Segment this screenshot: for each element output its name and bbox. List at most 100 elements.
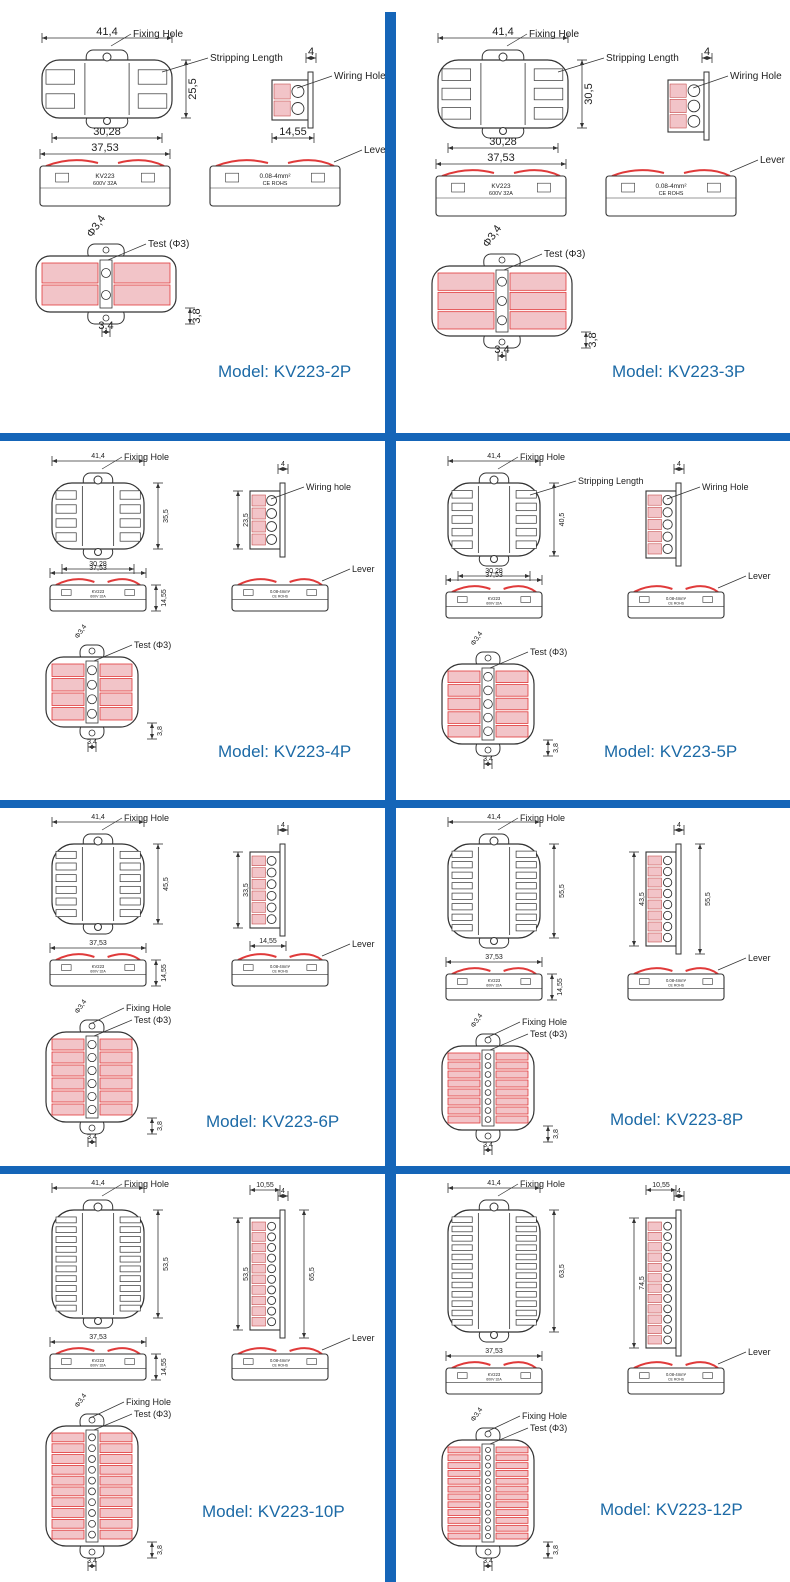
wiring-hole-icon [687,115,701,128]
clamp-red [495,1079,529,1088]
wiring-hole-icon [267,1232,277,1242]
fixing-hole-label: Fixing Hole [520,1179,565,1189]
top-view [437,49,569,139]
clamp-slot [55,504,77,514]
dim-hole-dia: Φ3,4 [85,213,109,240]
dim-front-width: 37,53 [487,152,515,164]
wiring-hole-icon [266,495,277,506]
clamp-red [447,1524,481,1532]
wiring-hole-icon [291,102,305,115]
lever-icon [45,159,165,167]
test-label: Test (Φ3) [134,640,171,650]
clamp-red [447,697,481,711]
clamp-slot [515,892,537,900]
dim-depth: 4 [677,1188,681,1195]
clamp-slot [515,924,537,932]
test-point-icon [497,315,507,326]
dim-width: 41,4 [487,1180,501,1187]
fixing-hole-label-bottom: Fixing Hole [522,1411,567,1421]
clamp-slot [533,68,564,81]
wiring-hole-icon [662,855,673,866]
clamp-red [99,1443,133,1453]
marking-rating: 600V 32A [93,181,117,187]
clamp-red [51,692,85,706]
wiring-hole-icon [662,507,673,518]
clamp-red [99,1529,133,1540]
stripping-length-label: Stripping Length [606,53,679,64]
top-view [447,472,541,567]
dim-hole-gap: 3,8 [553,743,560,753]
fixing-hole-icon [489,1202,499,1212]
wiring-hole-label: Wiring Hole [730,71,782,82]
marking-ce: CE ROHS [272,969,289,973]
test-label: Test (Φ3) [530,1423,567,1433]
wiring-hole-icon [662,519,673,530]
dim-hole-gap: 3,8 [191,308,203,323]
clamp-red [51,1486,85,1497]
lever-label: Lever [364,145,385,156]
dim-front-width: 37,53 [91,142,119,154]
clamp-red [99,1454,133,1464]
clamp-red [509,291,567,311]
clamp-red [495,1485,529,1493]
top-view [447,1199,541,1343]
wiring-hole-icon [662,888,673,899]
clamp-red [51,1038,85,1051]
clamp-slot [55,850,77,859]
dim-height: 25,5 [187,78,199,99]
test-point-icon [484,1116,492,1123]
lever-icon [237,953,323,961]
clamp-slot [451,1225,473,1233]
clamp-slot [451,913,473,921]
clamp-red [447,711,481,724]
clamp-slot [55,874,77,883]
lever-icon [611,169,731,177]
clamp-red [495,670,529,684]
test-point-icon [88,1444,96,1453]
marking-ce: CE ROHS [659,191,684,197]
bottom-view [45,1019,139,1135]
clamp-slot [515,1319,537,1326]
test-point-icon [483,712,493,723]
fixing-hole-icon [93,1202,103,1212]
dim-side-height: 33,5 [243,883,250,897]
clamp-red [447,1470,481,1477]
top-view [447,833,541,949]
clamp-red [99,678,133,692]
clamp-slot [515,850,537,858]
clamp-red [51,1518,85,1529]
marking-rating: 600V 32A [90,969,106,973]
dim-width: 41,4 [492,26,513,38]
clamp-slot [515,1291,537,1298]
clamp-slot [55,532,77,542]
bottom-view [35,243,177,325]
clamp-slot [451,882,473,890]
wiring-hole-icon [663,1221,672,1231]
clamp-red [447,1115,481,1124]
clamp-slot [515,882,537,890]
test-point-icon [87,708,97,719]
clamp-red [495,1052,529,1061]
marking-wire: 0.08-4mm² [260,173,291,180]
clamp-red [99,1475,133,1486]
test-point-icon [497,296,507,306]
clamp-slot [119,909,141,918]
dim-height: 40,5 [559,513,566,527]
dim-body: 30,28 [489,136,517,148]
marking-rating: 600V 32A [486,601,502,605]
top-view [51,833,145,935]
marking-wire: 0.08-4mm² [666,596,687,601]
test-point-icon [485,1525,491,1532]
clamp-slot [55,1304,77,1312]
wiring-hole-icon [663,1252,672,1262]
test-point-icon [483,685,493,696]
clamp-red [495,1509,529,1516]
clamp-red [447,1454,481,1462]
clamp-slot [55,1265,77,1273]
clamp-slot [55,1236,77,1243]
